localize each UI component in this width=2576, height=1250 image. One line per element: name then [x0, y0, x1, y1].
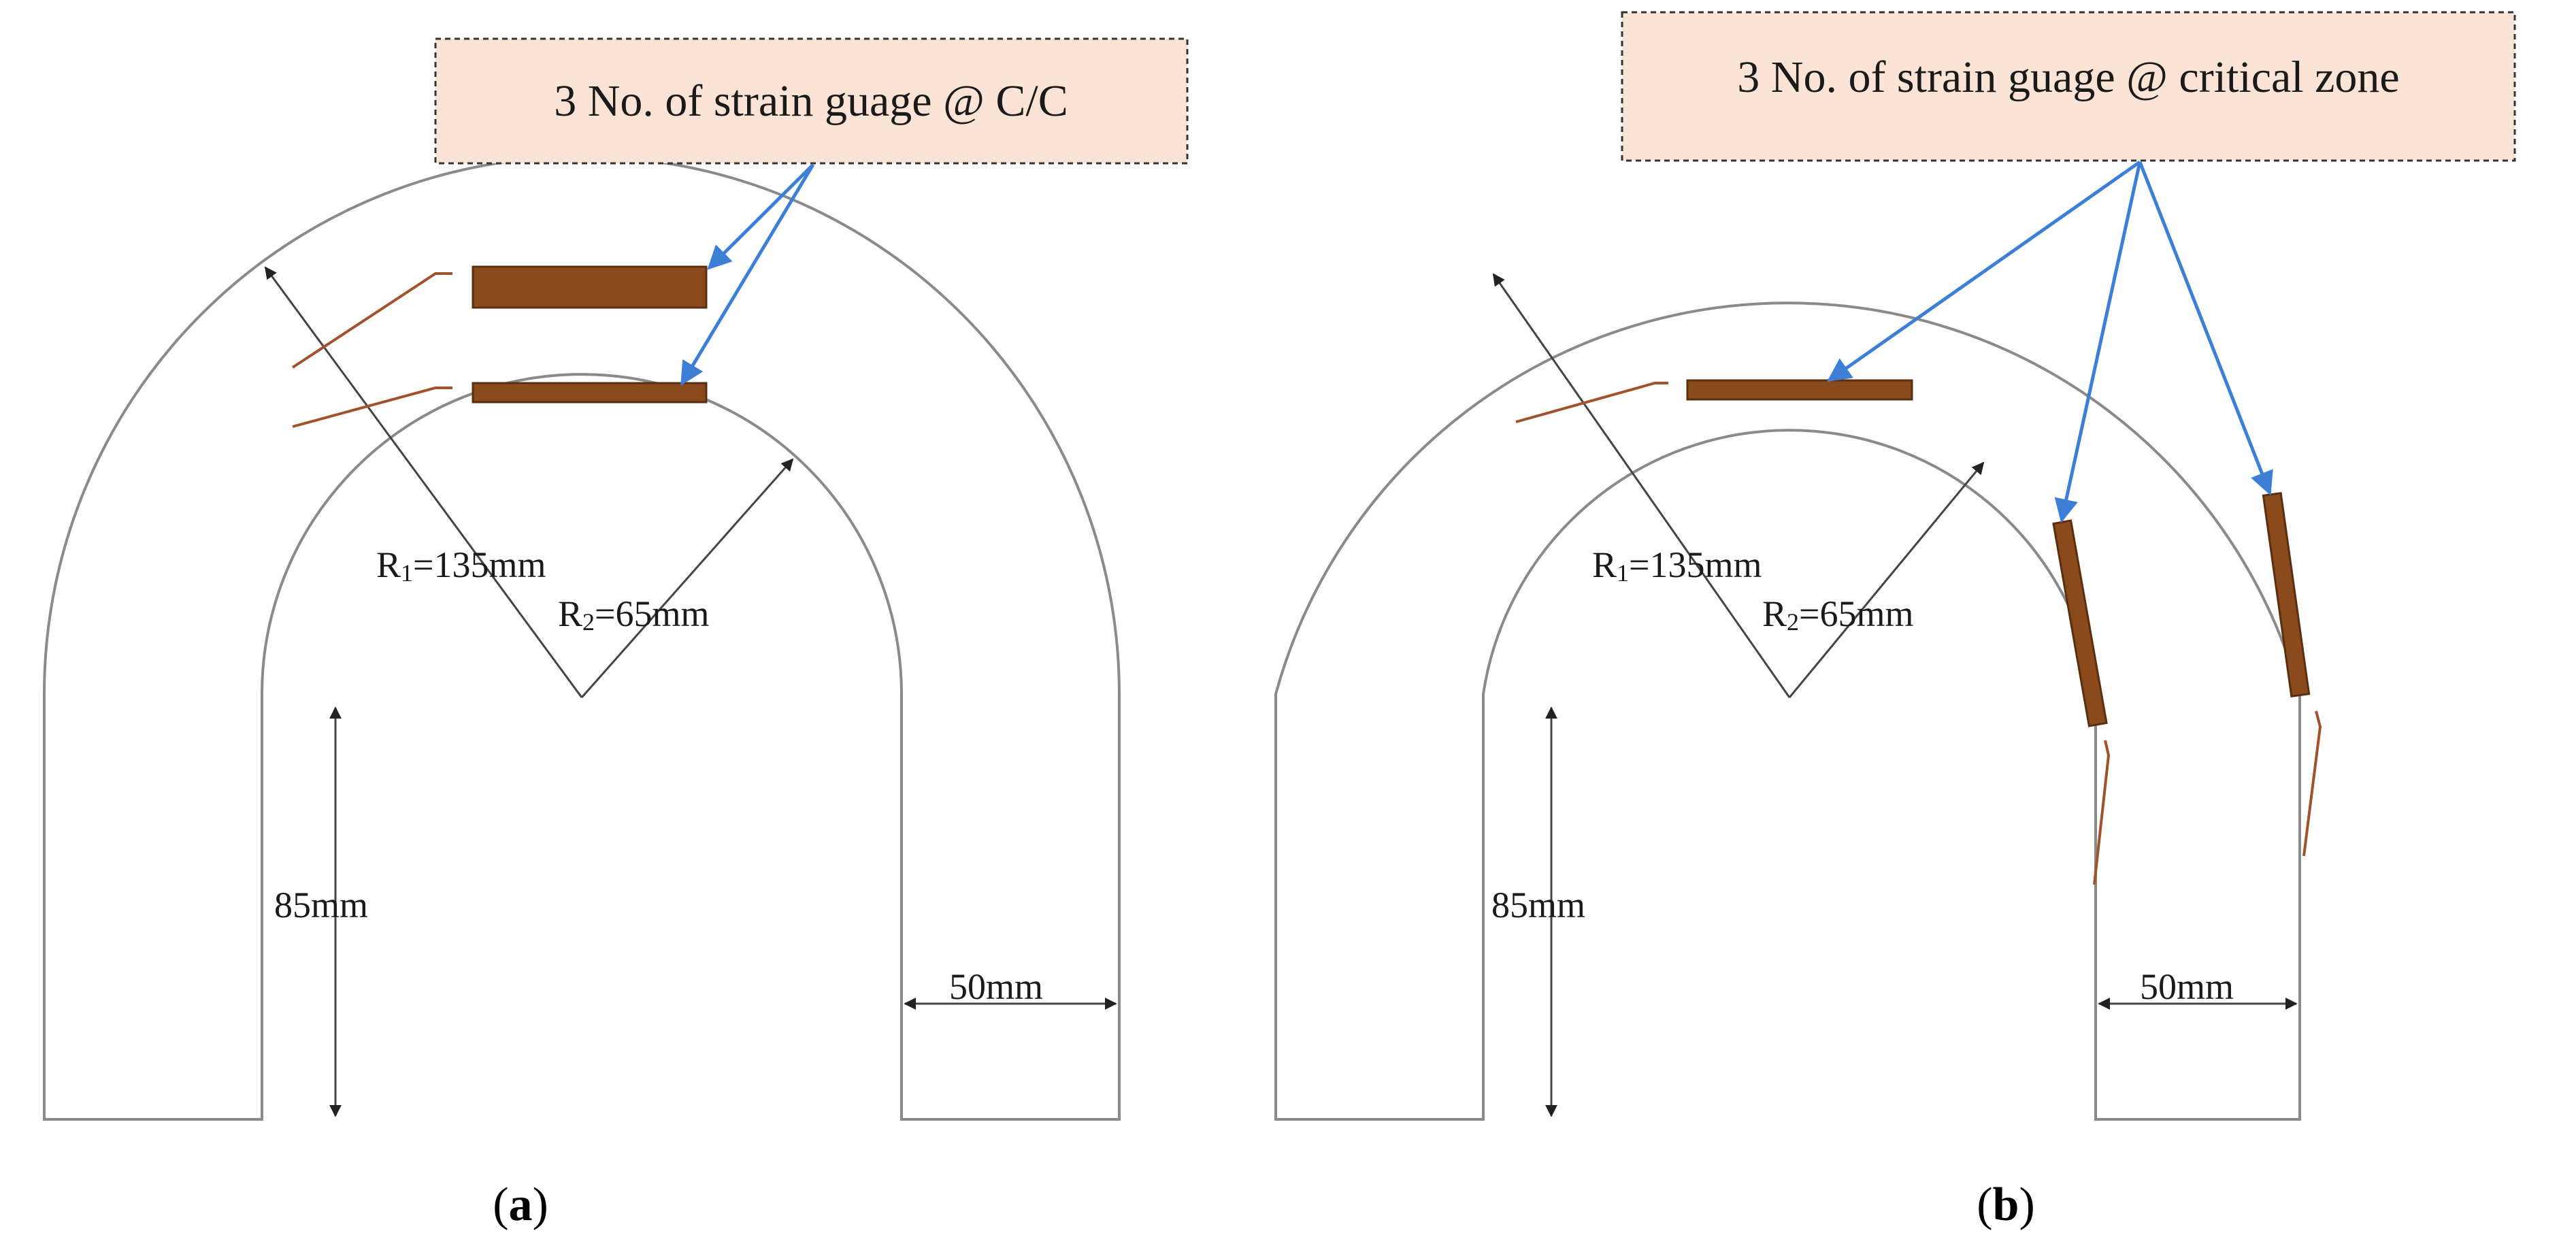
- width-label-a: 50mm: [949, 966, 1043, 1007]
- r1-label-b: R1=135mm: [1592, 544, 1762, 587]
- panel-caption-a: (a): [493, 1179, 548, 1231]
- strain-gauge-b-inner-leg: [2052, 519, 2108, 727]
- r2-dimension-line-b: [1788, 461, 1985, 698]
- callout-arrow-a-2: [680, 163, 815, 386]
- callout-arrow-a-1: [707, 163, 814, 270]
- r2-dimension-line-a: [580, 458, 794, 698]
- gauge-wire-a-inner: [292, 386, 452, 428]
- r1-label-a: R1=135mm: [376, 544, 546, 587]
- gauge-wire-b-inner-leg: [2093, 740, 2111, 885]
- strain-gauge-b-top: [1686, 379, 1913, 401]
- specimen-outline-b: [1274, 301, 2301, 1121]
- callout-arrow-b-1: [1827, 160, 2141, 382]
- panel-a: 3 No. of strain guage @ C/C R1=135mm R2=…: [43, 37, 1189, 1231]
- height-label-b: 85mm: [1491, 885, 1585, 925]
- gauge-wire-b-top: [1515, 382, 1668, 423]
- panel-b: 3 No. of strain guage @ critical zone R1…: [1274, 11, 2516, 1231]
- width-label-b: 50mm: [2140, 966, 2234, 1007]
- callout-box-b: [1621, 11, 2516, 162]
- panel-caption-b: (b): [1977, 1179, 2035, 1231]
- r1-dimension-line-a: [264, 266, 583, 698]
- r1-dimension-line-b: [1492, 273, 1791, 698]
- callout-box-a: [434, 37, 1189, 165]
- gauge-wire-b-outer-leg: [2302, 710, 2322, 857]
- strain-gauge-a-top: [472, 265, 708, 309]
- r2-label-b: R2=65mm: [1762, 593, 1914, 636]
- strain-gauge-a-inner: [472, 382, 708, 404]
- callout-text-a: 3 No. of strain guage @ C/C: [554, 76, 1068, 126]
- specimen-outline-a: [43, 155, 1121, 1121]
- callout-arrow-b-2: [2054, 161, 2142, 523]
- gauge-wire-a-top: [291, 272, 452, 369]
- strain-gauge-b-outer-leg: [2262, 491, 2311, 698]
- callout-arrow-b-3: [2138, 161, 2273, 496]
- r2-label-a: R2=65mm: [558, 593, 710, 636]
- callout-text-b: 3 No. of strain guage @ critical zone: [1737, 52, 2399, 102]
- height-label-a: 85mm: [274, 885, 368, 925]
